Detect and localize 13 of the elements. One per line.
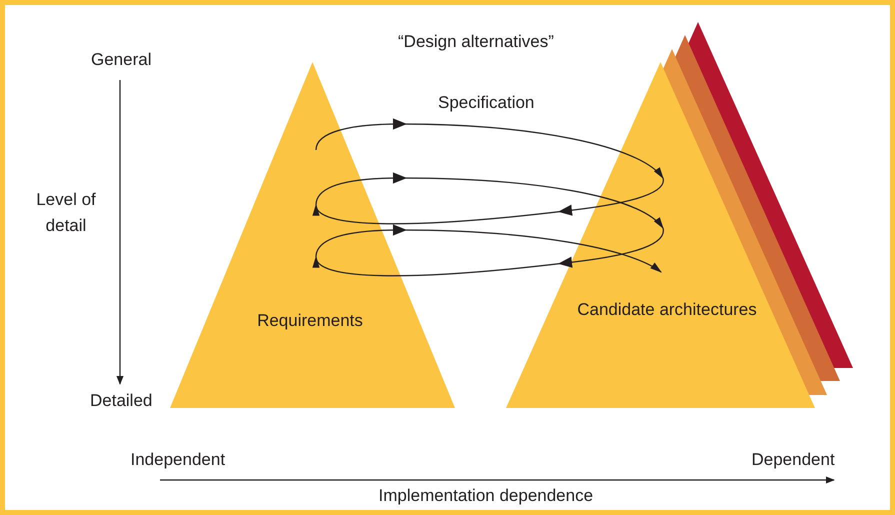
axis-label: Detailed — [90, 391, 152, 411]
axis-label: Dependent — [752, 450, 835, 470]
spiral-arrow — [312, 178, 664, 224]
axis-label: Independent — [130, 450, 226, 470]
annotation-text: Specification — [438, 93, 534, 113]
heading-text: “Design alternatives” — [398, 32, 554, 52]
node-label: Requirements — [256, 310, 364, 330]
axis-title: Implementation dependence — [378, 486, 594, 506]
axis-label: General — [91, 50, 152, 70]
axis-label: Level of detail — [35, 189, 97, 237]
node-label: Candidate architectures — [576, 299, 758, 320]
spiral-arrow — [315, 172, 664, 229]
spiral-arrow — [315, 118, 664, 179]
